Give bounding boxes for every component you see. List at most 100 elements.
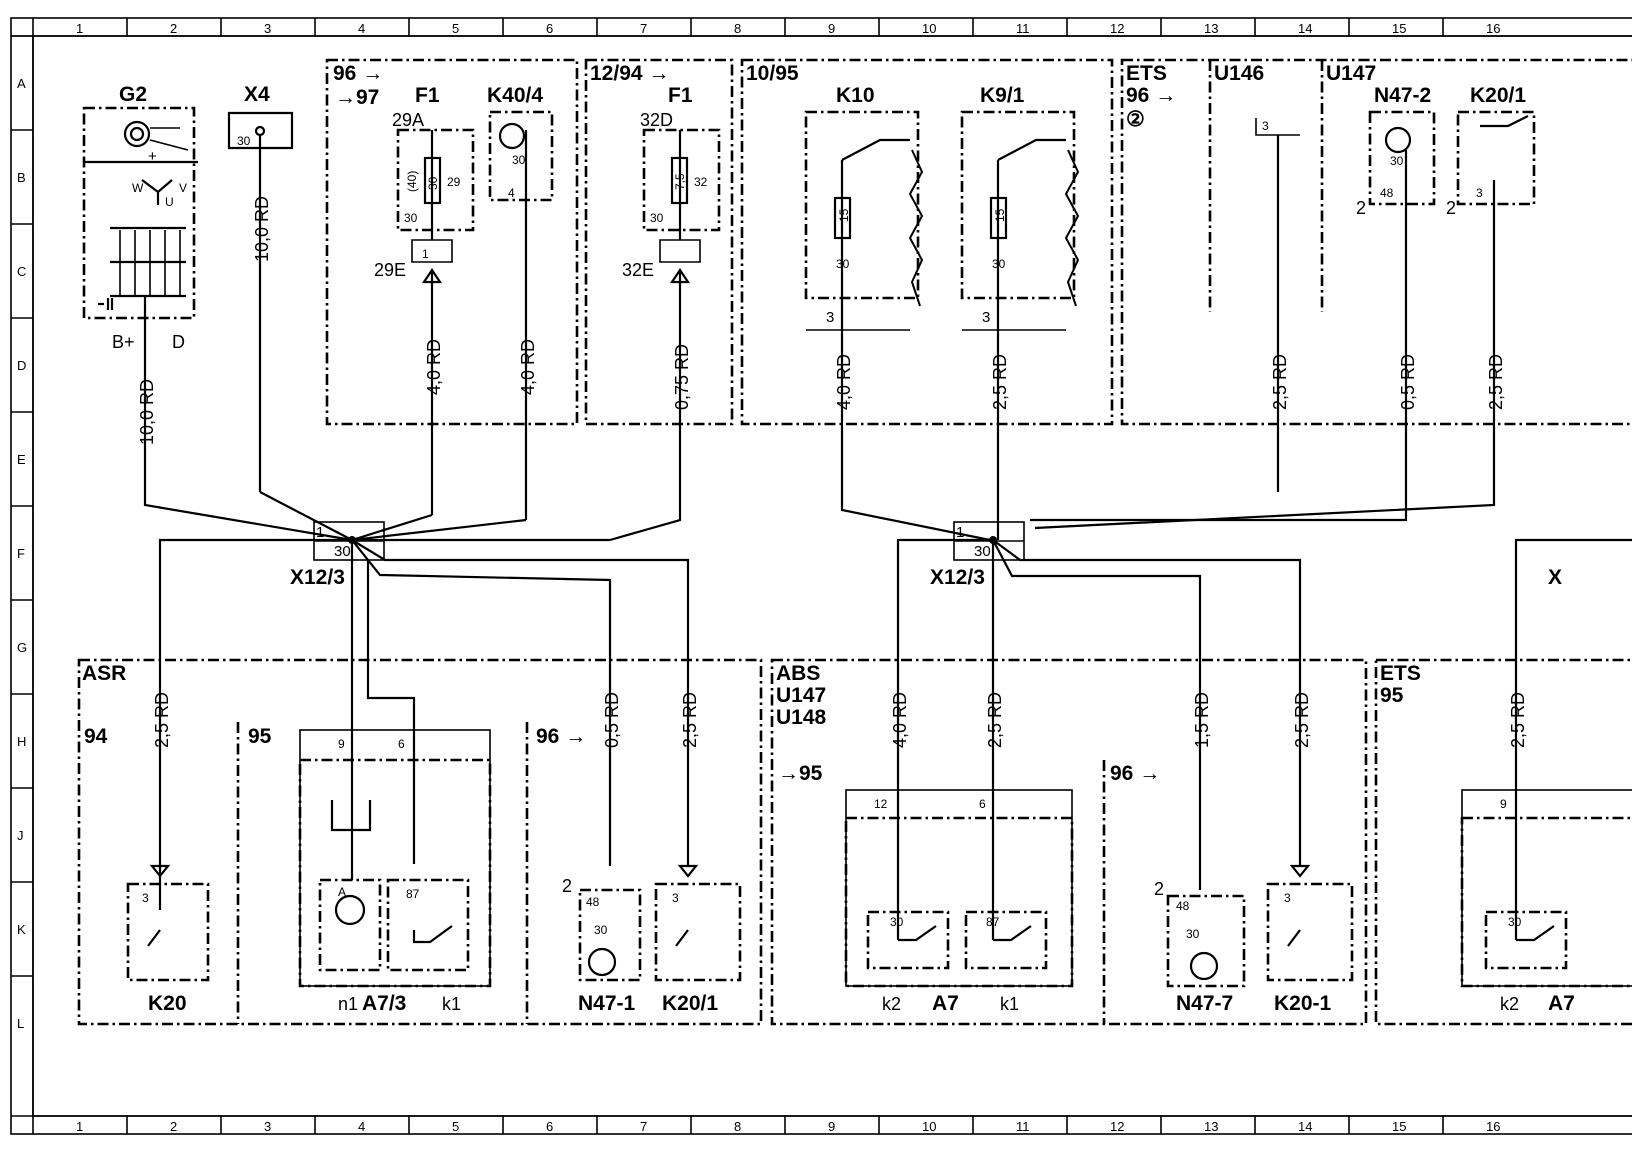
box3-code: 10/95 (746, 62, 799, 85)
box4-u146: U146 (1214, 62, 1264, 85)
box3-p3a: 3 (826, 309, 834, 326)
wire-box3-a: 4,0 RD (834, 354, 854, 410)
box2-p32: 32 (694, 175, 708, 189)
box1-code2: →97 (335, 86, 379, 109)
asr-pin6: 6 (398, 737, 405, 751)
box3-k91: K9/1 (980, 84, 1025, 107)
row-label: H (17, 734, 26, 749)
wire-box1-a: 4,0 RD (424, 339, 444, 395)
column-label-top: 11 (1016, 21, 1030, 36)
asr-c94: 94 (84, 725, 108, 748)
wire-ets: 2,5 RD (1508, 692, 1528, 748)
g2-u: U (165, 195, 174, 209)
row-label: L (17, 1016, 24, 1031)
abs-pin87: 87 (986, 915, 1000, 929)
alternator-g2: G2 + W U V B+ D 10,0 RD (82, 83, 198, 450)
terminal-x4: X4 30 10,0 RD (227, 83, 294, 492)
g2-w: W (132, 181, 144, 195)
abs-title2: U147 (776, 684, 826, 707)
abs-k1: k1 (1000, 994, 1019, 1014)
asr-n1: n1 (338, 994, 358, 1014)
box1-f1: F1 (415, 84, 440, 107)
ets-code: 95 (1380, 684, 1404, 707)
asr-c95: 95 (248, 725, 272, 748)
row-label: F (17, 546, 25, 561)
wire-box4-c: 2,5 RD (1486, 354, 1506, 410)
box1-p30b: 30 (404, 211, 418, 225)
wire-asr-k20: 2,5 RD (152, 692, 172, 748)
wire-box4-a: 2,5 RD (1270, 354, 1290, 410)
column-label-bottom: 3 (264, 1119, 271, 1134)
asr-k201: K20/1 (662, 992, 718, 1015)
box1-t30: 30 (512, 153, 526, 167)
row-label: J (17, 828, 24, 843)
asr-pin48: 48 (586, 895, 600, 909)
asr-pin-k201: 3 (672, 891, 679, 905)
wire-g2-label: 10,0 RD (137, 379, 157, 445)
column-label-bottom: 9 (828, 1119, 835, 1134)
column-label-top: 5 (452, 21, 459, 36)
box1-k404: K40/4 (487, 84, 543, 107)
ets-box-96: ETS 96 → ② U146 U147 N47-2 K20/1 3 2,5 R… (1030, 58, 1632, 530)
asr-k1: k1 (442, 994, 461, 1014)
wire-asr-k201: 2,5 RD (680, 692, 700, 748)
abs-k2: k2 (882, 994, 901, 1014)
ets-95-section: ETS 95 2,5 RD 9 30 k2 A7 (1374, 658, 1632, 1026)
box4-circ: ② (1126, 108, 1145, 131)
column-label-top: 1 (76, 21, 83, 36)
ets-pin30: 30 (1508, 915, 1522, 929)
wire-box4-b: 0,5 RD (1398, 354, 1418, 410)
column-label-top: 15 (1392, 21, 1406, 36)
fuse-box-12-94: 12/94 → F1 32D 7,5 32 30 32E 0,75 RD (584, 58, 734, 542)
ets-pin9: 9 (1500, 797, 1507, 811)
box1-p29e: 29E (374, 260, 406, 280)
abs-c96: 96 → (1110, 762, 1160, 785)
box4-n472: N47-2 (1374, 84, 1431, 107)
abs-k20d1: K20-1 (1274, 992, 1332, 1015)
row-label: C (17, 264, 26, 279)
relay-box-10-95: 10/95 K10 K9/1 15 15 30 30 3 3 4,0 RD 2,… (740, 58, 1114, 542)
box2-f1: F1 (668, 84, 693, 107)
abs-title3: U148 (776, 706, 827, 729)
g2-label: G2 (119, 83, 147, 106)
box3-p30a: 30 (836, 257, 850, 271)
abs-pin3: 3 (1284, 891, 1291, 905)
abs-pin48: 48 (1176, 899, 1190, 913)
box4-ets: ETS (1126, 62, 1167, 85)
abs-pin30: 30 (890, 915, 904, 929)
column-label-top: 16 (1486, 21, 1500, 36)
box3-p3b: 3 (982, 309, 990, 326)
grid-reference-marks: 1122334455667788991010111112121313141415… (11, 18, 1500, 1134)
box1-p1: 1 (422, 247, 429, 261)
box4-k201: K20/1 (1470, 84, 1526, 107)
column-label-top: 8 (734, 21, 741, 36)
box4-p30: 30 (1390, 154, 1404, 168)
splice-right-label: X12/3 (930, 566, 985, 589)
splice-left-pin1: 1 (316, 524, 324, 541)
box2-code: 12/94 → (590, 62, 669, 85)
column-label-bottom: 10 (922, 1119, 936, 1134)
g2-plus: + (148, 148, 157, 165)
row-label: A (17, 76, 26, 91)
column-label-bottom: 7 (640, 1119, 647, 1134)
g2-bplus: B+ (112, 332, 135, 352)
column-label-top: 14 (1298, 21, 1312, 36)
ets-k2: k2 (1500, 994, 1519, 1014)
box4-u147: U147 (1326, 62, 1376, 85)
column-label-top: 7 (640, 21, 647, 36)
asr-c96: 96 → (536, 725, 586, 748)
box4-two2: 2 (1446, 198, 1456, 218)
x4-pin: 30 (237, 134, 251, 148)
box2-p32d: 32D (640, 110, 673, 130)
g2-v: V (179, 181, 187, 195)
abs-pin12: 12 (874, 797, 888, 811)
splice-cut-label: X (1548, 566, 1562, 589)
wire-abs-25b: 2,5 RD (1292, 692, 1312, 748)
splice-right-pin30: 30 (974, 543, 991, 560)
column-label-top: 10 (922, 21, 936, 36)
abs-c95: →95 (778, 762, 823, 785)
row-label: K (17, 922, 26, 937)
asr-section: ASR 94 95 96 → 2,5 RD 3 K20 9 6 A 87 n1 … (77, 658, 763, 1026)
wire-abs-40: 4,0 RD (890, 692, 910, 748)
asr-pin87: 87 (406, 887, 420, 901)
